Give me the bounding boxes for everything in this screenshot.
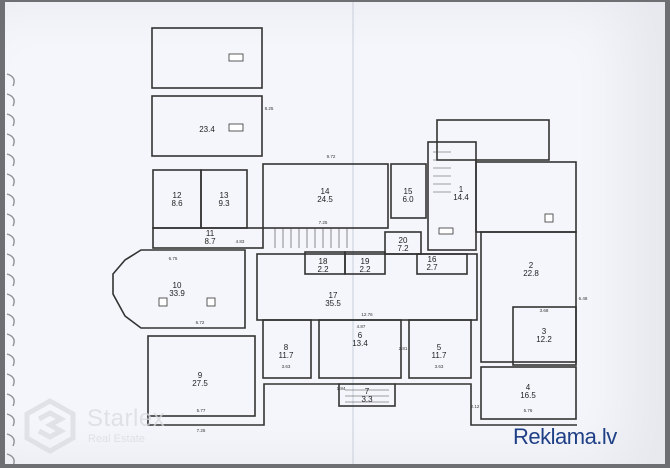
room-area: 11.7	[279, 351, 295, 360]
dimension-label: 3.63	[282, 364, 291, 369]
dimension-label: 4.87	[357, 324, 366, 329]
room-outline	[390, 163, 427, 219]
room-number: 10	[173, 281, 182, 290]
dimension-label: 1.84	[337, 386, 346, 391]
room-number: 7	[365, 387, 370, 396]
room-outline	[262, 163, 389, 229]
room-number: 3	[542, 327, 547, 336]
room-number: 4	[526, 383, 531, 392]
dimension-label: 2.81	[399, 346, 408, 351]
floor-plan-drawing: 23.4 1 14.4 2 22.8 3 12.2 4 16.5 5 11.7 …	[112, 2, 588, 464]
room-area: 13.4	[352, 339, 368, 348]
dimension-label: 5.76	[524, 408, 533, 413]
room-area: 7.2	[397, 244, 409, 253]
room-number: 13	[220, 191, 229, 200]
room-area: 8.6	[171, 199, 183, 208]
outer-wall	[147, 383, 339, 426]
room-area: 2.2	[359, 265, 371, 274]
room-number: 1	[459, 185, 464, 194]
room-outline	[475, 161, 577, 233]
room-area: 24.5	[317, 195, 333, 204]
room-outline	[408, 319, 472, 379]
room-outline	[151, 95, 263, 157]
room-area: 6.0	[402, 195, 414, 204]
room-area: 33.9	[169, 289, 185, 298]
room-number: 17	[329, 291, 338, 300]
room-outline	[152, 227, 264, 249]
starlex-tagline: Real Estate	[88, 433, 145, 445]
dimension-label: 3.68	[540, 308, 549, 313]
room-outline	[480, 231, 577, 363]
dimension-label: 7.25	[319, 220, 328, 225]
room-area: 23.4	[199, 125, 215, 134]
room-area: 27.5	[192, 379, 208, 388]
room-area: 35.5	[325, 299, 341, 308]
room-outline	[416, 253, 468, 275]
starlex-brand: Starlex	[87, 405, 166, 432]
dimension-label: 2.12	[471, 404, 480, 409]
room-number: 11	[206, 229, 215, 238]
room-outline	[318, 319, 402, 379]
room-number: 5	[437, 343, 442, 352]
room-area: 12.2	[536, 335, 552, 344]
outer-wall	[395, 383, 577, 426]
dimension-label: 3.63	[435, 364, 444, 369]
room-outline	[344, 251, 386, 275]
dimension-label: 6.48	[579, 296, 588, 301]
room-number: 2	[529, 261, 534, 270]
dimension-label: 12.76	[361, 312, 373, 317]
room-number: 18	[319, 257, 328, 266]
room-area: 8.7	[204, 237, 216, 246]
room-area: 9.3	[218, 199, 230, 208]
room-outline	[112, 249, 246, 329]
dimension-label: 9.72	[327, 154, 336, 159]
dimension-label: 6.72	[196, 320, 205, 325]
room-number: 20	[399, 236, 408, 245]
starlex-logo-icon	[24, 398, 76, 454]
room-outline	[384, 231, 422, 255]
room-area: 2.2	[317, 265, 329, 274]
room-number: 15	[404, 187, 413, 196]
room-number: 6	[358, 331, 363, 340]
dimension-label: 6.75	[169, 256, 178, 261]
dimension-label: 5.77	[197, 408, 206, 413]
room-area: 3.3	[361, 395, 373, 404]
room-outline	[262, 319, 312, 379]
room-area: 2.7	[426, 263, 438, 272]
room-number: 8	[284, 343, 289, 352]
dimension-label: 4.83	[236, 239, 245, 244]
room-outline	[151, 27, 263, 89]
room-number: 19	[361, 257, 370, 266]
dimension-label: 7.25	[197, 428, 206, 433]
room-number: 16	[428, 255, 437, 264]
reklama-logo: Reklama.lv	[513, 424, 617, 449]
floor-plan-sheet: 23.4 1 14.4 2 22.8 3 12.2 4 16.5 5 11.7 …	[5, 2, 665, 464]
room-area: 22.8	[523, 269, 539, 278]
binding-rings	[6, 73, 15, 464]
room-outline	[512, 306, 577, 366]
room-area: 16.5	[520, 391, 536, 400]
room-number: 14	[321, 187, 330, 196]
room-area: 14.4	[453, 193, 469, 202]
starlex-watermark: Starlex Real Estate	[21, 397, 191, 457]
room-outline	[436, 119, 550, 161]
room-number: 9	[198, 371, 203, 380]
dimension-label: 8.25	[265, 106, 274, 111]
room-number: 12	[173, 191, 182, 200]
reklama-stamp: Reklama.lv	[497, 420, 665, 464]
room-outline	[480, 366, 577, 420]
room-area: 11.7	[432, 351, 448, 360]
room-outline	[147, 335, 256, 417]
room-outline	[338, 383, 396, 407]
